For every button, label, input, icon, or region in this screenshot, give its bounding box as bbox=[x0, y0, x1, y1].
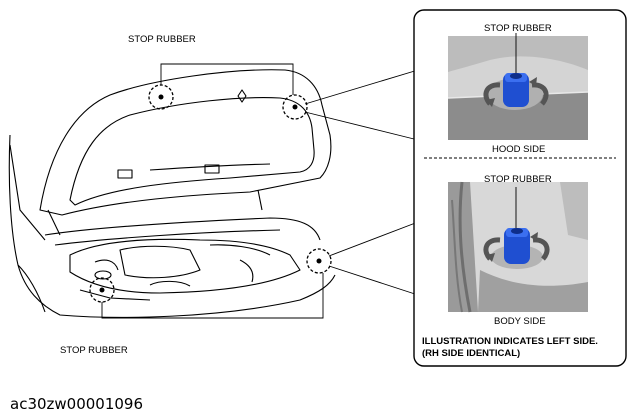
vehicle-line-art bbox=[8, 69, 336, 318]
leader-lines bbox=[101, 63, 419, 319]
bottom-stop-rubber-label: STOP RUBBER bbox=[60, 345, 128, 356]
body-side-caption: BODY SIDE bbox=[494, 316, 546, 327]
body-rubber-right-circle bbox=[306, 248, 332, 274]
body-detail-title: STOP RUBBER bbox=[484, 174, 552, 185]
note-line-1: ILLUSTRATION INDICATES LEFT SIDE. bbox=[422, 336, 598, 347]
illustration-note: ILLUSTRATION INDICATES LEFT SIDE. (RH SI… bbox=[422, 336, 598, 360]
car-body-outline bbox=[8, 134, 336, 318]
figure-id: ac30zw00001096 bbox=[10, 395, 144, 413]
stop-rubber-callouts bbox=[89, 84, 332, 303]
body-rubber-left-circle bbox=[89, 277, 115, 303]
hood-panel bbox=[39, 69, 332, 216]
hood-side-caption: HOOD SIDE bbox=[492, 144, 546, 155]
top-stop-rubber-label: STOP RUBBER bbox=[128, 34, 196, 45]
body-side-photo bbox=[448, 181, 588, 313]
note-line-2: (RH SIDE IDENTICAL) bbox=[422, 348, 521, 359]
engine-bay bbox=[69, 238, 301, 294]
hood-detail-title: STOP RUBBER bbox=[484, 23, 552, 34]
hood-rubber-right-circle bbox=[282, 94, 308, 120]
hood-side-photo bbox=[447, 33, 589, 140]
